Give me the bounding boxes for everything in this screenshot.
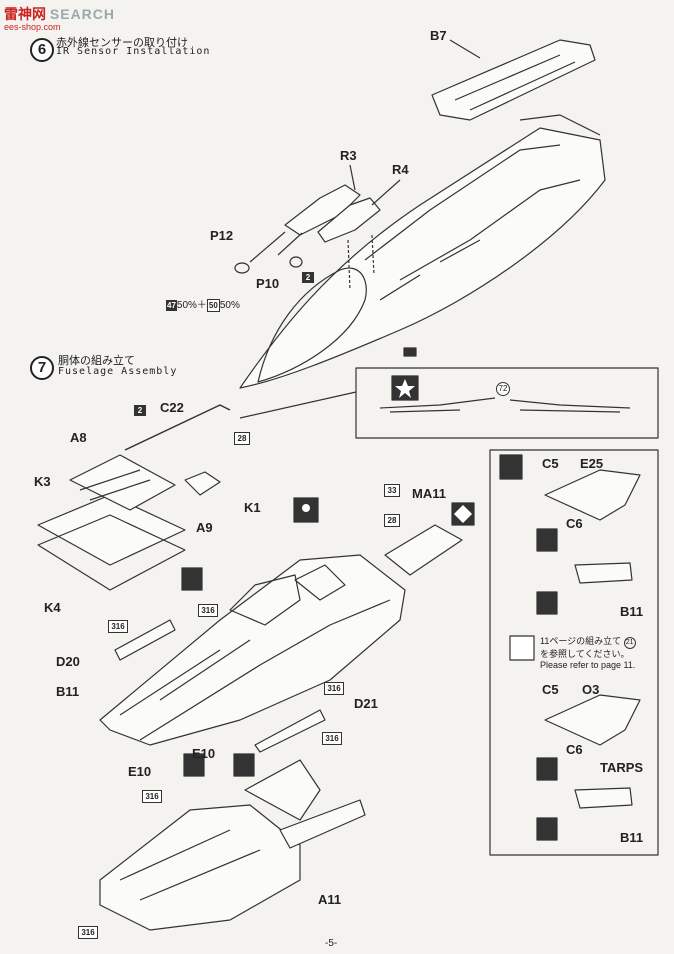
step7-title-jp: 胴体の組み立て bbox=[58, 355, 135, 367]
b7-panel-drawing bbox=[431, 39, 596, 121]
part-label-b11: B11 bbox=[56, 684, 80, 699]
tarps-detail-box bbox=[489, 449, 659, 856]
watermark-suffix: SEARCH bbox=[49, 6, 116, 22]
paint-plus: ＋ bbox=[196, 300, 207, 311]
gear-detail-box bbox=[355, 367, 659, 439]
reference-jp-2: を参照してください。 bbox=[540, 649, 630, 659]
color-code-316-c: 316 bbox=[324, 682, 344, 695]
part-label-c5-lower: C5 bbox=[542, 682, 559, 697]
part-label-b11-lower: B11 bbox=[620, 830, 644, 845]
color-code-28-ma11: 28 bbox=[384, 514, 400, 527]
part-label-k3: K3 bbox=[34, 474, 51, 489]
part-label-a11: A11 bbox=[318, 892, 342, 907]
color-code-316-b: 316 bbox=[108, 620, 128, 633]
watermark-url: ees-shop.com bbox=[4, 22, 61, 32]
part-label-d21: D21 bbox=[354, 696, 378, 711]
color-code-316-d: 316 bbox=[322, 732, 342, 745]
part-label-d20: D20 bbox=[56, 654, 80, 669]
part-label-k1: K1 bbox=[244, 500, 261, 515]
reference-jp-1: 11ページの組み立て 21 bbox=[540, 636, 656, 649]
part-label-c6-lower: C6 bbox=[566, 742, 583, 757]
nose-section-drawing bbox=[239, 114, 606, 389]
step-number-6: 6 bbox=[30, 38, 54, 62]
page-number: -5- bbox=[325, 938, 338, 949]
part-label-c5-upper: C5 bbox=[542, 456, 559, 471]
color-code-316-f: 316 bbox=[78, 926, 98, 939]
watermark-logo: 雷神网 SEARCH bbox=[4, 4, 115, 24]
color-code-316-e: 316 bbox=[142, 790, 162, 803]
part-label-b11-upper: B11 bbox=[620, 604, 644, 619]
part-label-e10-lower: E10 bbox=[128, 764, 152, 779]
part-label-o3: O3 bbox=[582, 682, 600, 697]
part-label-k4: K4 bbox=[44, 600, 61, 615]
decal-number-72: 72 bbox=[496, 382, 510, 396]
part-label-tarps: TARPS bbox=[600, 760, 644, 775]
paint-code-50: 50 bbox=[206, 298, 220, 312]
paint-pct-b: 50% bbox=[219, 300, 240, 311]
paint-code-47: 47 bbox=[166, 299, 177, 311]
color-code-316-a: 316 bbox=[198, 604, 218, 617]
part-label-a8: A8 bbox=[70, 430, 87, 445]
part-label-a9: A9 bbox=[196, 520, 213, 535]
color-code-2-c22: 2 bbox=[134, 405, 146, 416]
part-label-c6-upper: C6 bbox=[566, 516, 583, 531]
watermark-brand: 雷神网 bbox=[4, 6, 46, 22]
part-label-r4: R4 bbox=[392, 162, 409, 177]
fuselage-drawing bbox=[99, 524, 463, 746]
cockpit-tub-drawing bbox=[37, 404, 231, 591]
paint-pct-a: 50% bbox=[176, 300, 197, 311]
ir-sensor-drawing bbox=[234, 164, 401, 291]
part-label-e10-upper: E10 bbox=[192, 746, 216, 761]
color-code-33: 33 bbox=[384, 484, 400, 497]
lower-fuselage-drawing bbox=[99, 759, 366, 931]
part-label-b7: B7 bbox=[430, 28, 447, 43]
part-label-c22: C22 bbox=[160, 400, 184, 415]
part-label-ma11: MA11 bbox=[412, 486, 446, 501]
color-code-2-nose: 2 bbox=[302, 272, 314, 283]
step6-title-jp: 赤外線センサーの取り付け bbox=[56, 37, 188, 49]
step-number-7: 7 bbox=[30, 356, 54, 380]
reference-en: Please refer to page 11. bbox=[540, 660, 636, 670]
color-code-28-c22: 28 bbox=[234, 432, 250, 445]
reference-step-21: 21 bbox=[623, 637, 636, 649]
part-label-p10: P10 bbox=[256, 276, 280, 291]
part-label-p12: P12 bbox=[210, 228, 234, 243]
part-label-r3: R3 bbox=[340, 148, 357, 163]
part-label-e25: E25 bbox=[580, 456, 604, 471]
step6-title-en: IR Sensor Installation bbox=[56, 46, 211, 57]
reference-note: 11ページの組み立て 21 を参照してください。 Please refer to… bbox=[540, 636, 656, 671]
step7-title-en: Fuselage Assembly bbox=[58, 366, 178, 377]
